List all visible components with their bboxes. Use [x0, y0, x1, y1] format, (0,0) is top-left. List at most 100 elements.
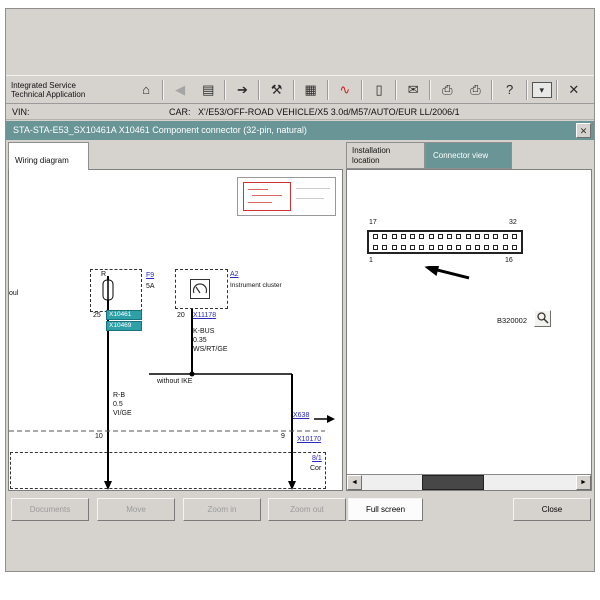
connector-pin: [428, 245, 434, 250]
toolbar-separator: [258, 79, 261, 100]
connector-pin: [400, 234, 406, 239]
back-icon[interactable]: ◀: [168, 79, 192, 101]
connector-pin: [484, 245, 490, 250]
connector-pin: [437, 245, 443, 250]
connector-pin: [511, 234, 517, 239]
battery-icon[interactable]: ▯: [367, 79, 391, 101]
connector-pin: [428, 234, 434, 239]
toolbar: Integrated Service Technical Application…: [6, 75, 594, 104]
without-ike-label: without IKE: [157, 378, 193, 385]
connector-pin: [474, 234, 480, 239]
kbus-gauge-label: 0.35: [193, 337, 207, 344]
connector-pin: [410, 245, 416, 250]
wire-gauge-label: 0.5: [113, 401, 123, 408]
connector-pin: [502, 245, 508, 250]
mail-icon[interactable]: ✉: [401, 79, 425, 101]
app-title-line1: Integrated Service: [11, 80, 76, 90]
full-screen-button[interactable]: Full screen: [348, 498, 423, 521]
pin-number-16: 16: [505, 257, 513, 264]
tab-connector-view[interactable]: Connector view: [425, 142, 512, 169]
move-button[interactable]: Move: [97, 498, 175, 521]
measurement-chart-icon[interactable]: ∿: [333, 79, 357, 101]
document-close-icon[interactable]: ✕: [576, 123, 591, 138]
scroll-left-icon[interactable]: ◄: [347, 475, 362, 490]
printer-icon[interactable]: ⎙: [435, 79, 459, 101]
x10170-link[interactable]: X10170: [297, 436, 322, 443]
zoom-out-button[interactable]: Zoom out: [268, 498, 346, 521]
close-button[interactable]: Close: [513, 498, 591, 521]
tab-wiring-diagram[interactable]: Wiring diagram: [8, 142, 89, 170]
forward-arrow-icon[interactable]: ➔: [230, 79, 254, 101]
connector-pin: [484, 234, 490, 239]
toolbar-separator: [224, 79, 227, 100]
connector-pin: [493, 245, 499, 250]
connector-view-panel: 17 32 1 16 B320002 ◄ ►: [346, 169, 592, 491]
connector-pin: [456, 245, 462, 250]
x11178-link[interactable]: X11178: [193, 312, 217, 319]
connector-ref-label: B320002: [497, 316, 528, 325]
pin-9-label: 9: [281, 433, 285, 440]
fuse-ref-link[interactable]: F9: [146, 272, 155, 279]
toolbar-separator: [292, 79, 295, 100]
connector-pin: [419, 234, 425, 239]
connector-pin: [447, 234, 453, 239]
minimap-viewport[interactable]: [243, 182, 291, 211]
scrollbar-track[interactable]: [362, 475, 576, 490]
scrollbar-thumb[interactable]: [422, 475, 484, 490]
documents-button[interactable]: Documents: [11, 498, 89, 521]
clipped-left-label: oul: [9, 290, 19, 297]
printer-report-icon[interactable]: ⎙: [463, 79, 487, 101]
connector-pin: [437, 234, 443, 239]
scroll-right-icon[interactable]: ►: [576, 475, 591, 490]
connector-chip-x10469[interactable]: X10469: [106, 321, 142, 331]
magnifier-icon[interactable]: [534, 310, 551, 327]
minimap-line: [296, 188, 330, 189]
car-value: X'/E53/OFF-ROAD VEHICLE/X5 3.0d/M57/AUTO…: [198, 107, 460, 117]
zoom-in-button[interactable]: Zoom in: [183, 498, 261, 521]
overview-minimap[interactable]: [237, 177, 336, 216]
copy-document-icon[interactable]: ▤: [196, 79, 220, 101]
tab-installation-location[interactable]: Installation location: [346, 142, 425, 169]
connector-pin: [373, 234, 378, 239]
toolbar-separator: [395, 79, 398, 100]
connector-pin: [382, 245, 388, 250]
connector-pin: [373, 245, 378, 250]
pin-number-1: 1: [369, 257, 373, 264]
toolbar-separator: [162, 79, 165, 100]
toolbar-separator: [429, 79, 432, 100]
tab-installation-line1: Installation: [352, 146, 391, 155]
connector-pin: [511, 245, 517, 250]
application-window: Integrated Service Technical Application…: [5, 8, 595, 572]
app-title-line2: Technical Application: [11, 89, 86, 99]
collapse-icon[interactable]: ▾: [531, 81, 552, 98]
x638-link[interactable]: X638: [293, 412, 310, 419]
cluster-ref-link[interactable]: A2: [230, 271, 239, 278]
connector-pin: [502, 234, 508, 239]
connector-chip-x10461[interactable]: X10461: [106, 310, 142, 320]
wiring-svg: [9, 276, 335, 490]
gauge-icon: [190, 279, 210, 299]
connector-pin-row: [373, 234, 517, 239]
toolbar-separator: [491, 79, 494, 100]
cor-label: Cor: [310, 465, 322, 472]
connector-pin: [465, 234, 471, 239]
tab-connector-view-label: Connector view: [433, 151, 489, 160]
ref-8-1-link[interactable]: 8/1: [312, 455, 322, 462]
help-icon[interactable]: ?: [498, 79, 522, 101]
tab-wiring-diagram-label: Wiring diagram: [15, 156, 69, 165]
bottom-component-box: [10, 452, 326, 489]
connector-pin: [382, 234, 388, 239]
connector-pin: [474, 245, 480, 250]
pin-20-label: 20: [177, 312, 185, 319]
home-icon[interactable]: ⌂: [134, 79, 158, 101]
toolbar-separator: [360, 79, 363, 100]
wiring-diagram-panel: R F9 5A A2 Instrument cluster 25 X10461 …: [8, 169, 343, 491]
close-window-icon[interactable]: ✕: [562, 79, 586, 101]
fuse-r-label: R: [101, 271, 107, 278]
data-table-icon[interactable]: ▦: [299, 79, 323, 101]
minimap-line: [296, 198, 324, 199]
connector-pin: [391, 245, 397, 250]
connector-pin: [456, 234, 462, 239]
wrench-icon[interactable]: ⚒: [265, 79, 289, 101]
tab-installation-line2: location: [352, 156, 380, 165]
